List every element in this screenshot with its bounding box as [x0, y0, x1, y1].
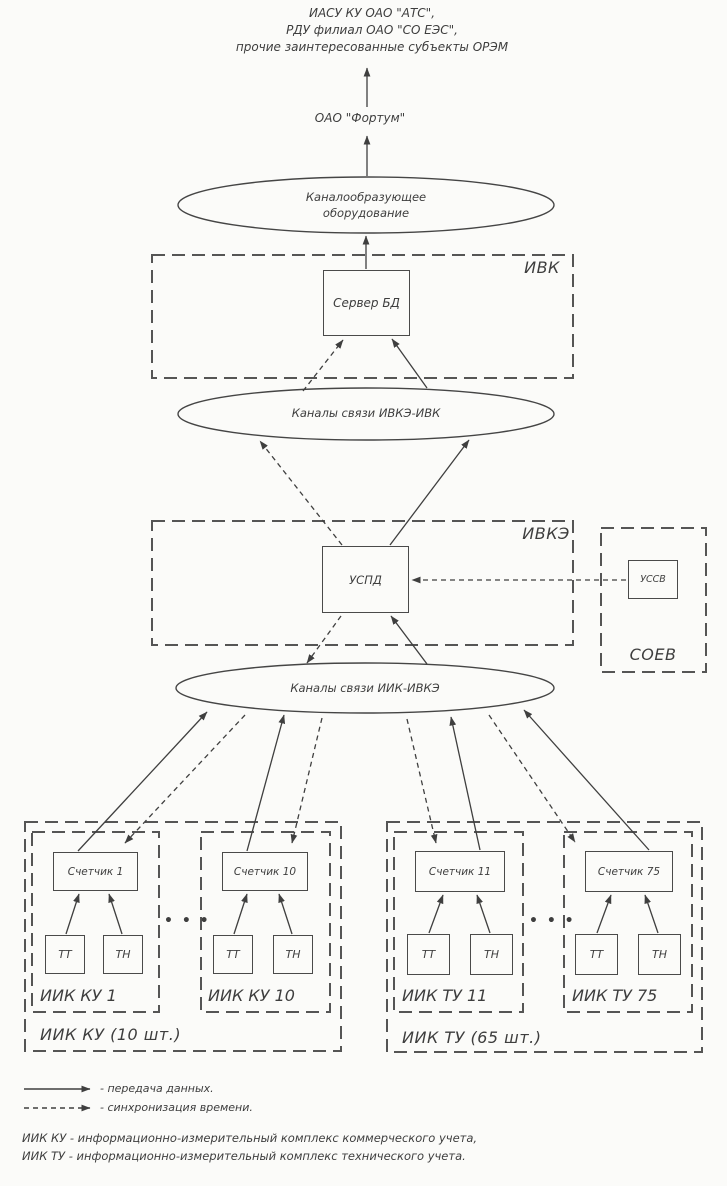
- tn-label: ТН: [484, 948, 499, 961]
- tt-box-ku-1: ТТ: [45, 935, 85, 974]
- server-db-label: Сервер БД: [333, 296, 400, 310]
- ku-dots: • • •: [164, 913, 211, 929]
- meter-label: Счетчик 1: [67, 865, 124, 878]
- tn-box-ku-10: ТН: [273, 935, 313, 974]
- meter-box-ku-10: Счетчик 10: [222, 852, 308, 891]
- recipient-line-3: прочие заинтересованные субъекты ОРЭМ: [235, 40, 509, 54]
- iik-tu-75-rect: [563, 831, 693, 1013]
- tt-box-ku-10: ТТ: [213, 935, 253, 974]
- tn-box-ku-1: ТН: [103, 935, 143, 974]
- ivke-zone-rect: [151, 520, 574, 646]
- iik-ku-1-label: ИИК КУ 1: [40, 986, 117, 1005]
- tn-label: ТН: [652, 948, 667, 961]
- ussv-label: УССВ: [640, 574, 666, 585]
- uspd-label: УСПД: [349, 572, 382, 587]
- iik-tu-11-label: ИИК ТУ 11: [402, 986, 488, 1005]
- channel-ellipses: [175, 176, 555, 714]
- data-flow-arrows: [77, 67, 650, 852]
- ussv-box: УССВ: [628, 560, 678, 599]
- tt-label: ТТ: [58, 948, 72, 961]
- meter-label: Счетчик 11: [428, 865, 492, 878]
- legend-dashed-label: - синхронизация времени.: [100, 1101, 253, 1114]
- channel-equipment-label: Каналообразующее оборудование: [306, 189, 426, 221]
- tt-label: ТТ: [589, 948, 604, 961]
- tt-label: ТТ: [421, 948, 436, 961]
- meter-box-tu-75: Счетчик 75: [585, 851, 673, 892]
- tn-box-tu-11: ТН: [470, 934, 513, 975]
- soev-zone-label: СОЕВ: [629, 645, 677, 664]
- legend-swatches: [24, 1085, 91, 1112]
- channel-equipment-line2: оборудование: [322, 206, 410, 220]
- meter-box-tu-11: Счетчик 11: [415, 851, 505, 892]
- footnote-iik-ku: ИИК КУ - информационно-измерительный ком…: [22, 1131, 478, 1145]
- iik-ku-10-rect: [200, 831, 331, 1013]
- legend-solid-label: - передача данных.: [100, 1082, 214, 1095]
- tt-box-tu-11: ТТ: [407, 934, 450, 975]
- meter-label: Счетчик 10: [233, 865, 297, 878]
- ivke-zone-label: ИВКЭ: [522, 524, 570, 543]
- iik-ku-group-rect: [24, 821, 342, 1052]
- tt-box-tu-75: ТТ: [575, 934, 618, 975]
- meter-label: Счетчик 75: [597, 865, 661, 878]
- org-label: ОАО "Фортум": [314, 111, 406, 125]
- channels-iik-ivke-ellipse: [175, 662, 555, 714]
- ivk-zone-rect: [151, 254, 574, 379]
- iik-tu-11-rect: [393, 831, 524, 1013]
- channel-equipment-line1: Каналообразующее: [305, 190, 427, 204]
- channels-iik-ivke-label: Каналы связи ИИК-ИВКЭ: [290, 681, 440, 695]
- zone-rects: [24, 254, 707, 1053]
- iik-tu-group-label: ИИК ТУ (65 шт.): [402, 1028, 542, 1047]
- meter-box-ku-1: Счетчик 1: [53, 852, 138, 891]
- tn-label: ТН: [115, 948, 131, 961]
- channel-equipment-ellipse: [177, 176, 555, 234]
- server-db-box: Сервер БД: [323, 270, 410, 336]
- tn-label: ТН: [285, 948, 301, 961]
- iik-tu-75-label: ИИК ТУ 75: [572, 986, 658, 1005]
- tn-box-tu-75: ТН: [638, 934, 681, 975]
- sensor-arrows: [65, 893, 659, 935]
- channels-ivke-ivk-ellipse: [177, 387, 555, 441]
- ivk-zone-label: ИВК: [524, 258, 560, 277]
- footnote-iik-tu: ИИК ТУ - информационно-измерительный ком…: [22, 1149, 466, 1163]
- iik-ku-10-label: ИИК КУ 10: [208, 986, 295, 1005]
- recipient-line-2: РДУ филиал ОАО "СО ЕЭС",: [286, 23, 458, 37]
- time-sync-arrows: [124, 339, 626, 844]
- tu-dots: • • •: [529, 913, 576, 929]
- iik-ku-group-label: ИИК КУ (10 шт.): [40, 1025, 182, 1044]
- uspd-box: УСПД: [322, 546, 409, 613]
- channels-ivke-ivk-label: Каналы связи ИВКЭ-ИВК: [291, 406, 441, 420]
- iik-tu-group-rect: [386, 821, 703, 1053]
- tt-label: ТТ: [226, 948, 240, 961]
- recipient-line-1: ИАСУ КУ ОАО "АТС",: [308, 6, 436, 20]
- soev-zone-rect: [600, 527, 707, 673]
